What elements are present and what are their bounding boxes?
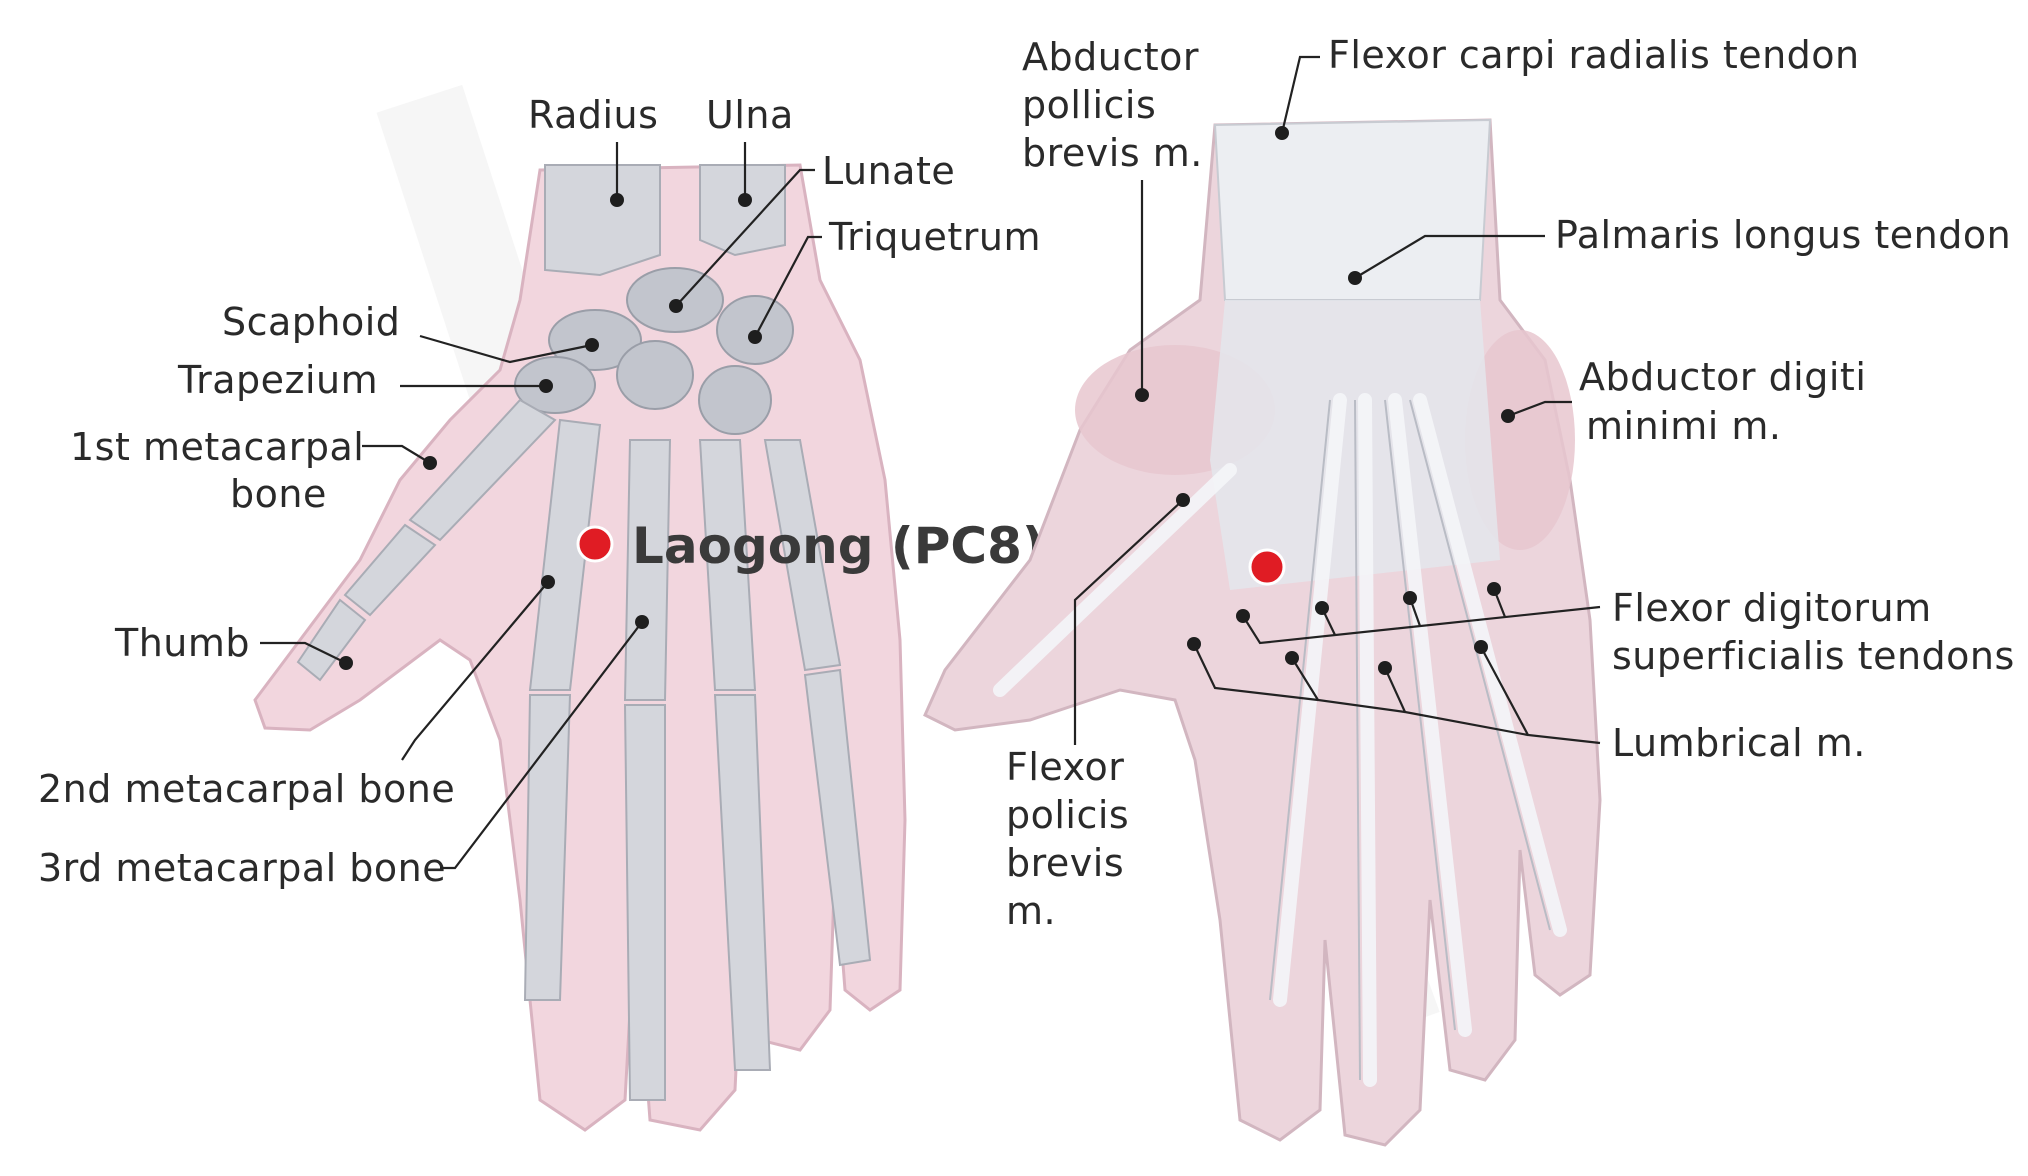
metacarpal-2-shape [528,418,602,691]
pin-fds-ring [1403,591,1417,605]
leader-palmaris-longus [1354,234,1545,279]
pin-fds-middle [1315,601,1329,615]
label-thumb: Thumb [114,621,250,665]
left-hand-illustration [253,163,907,1132]
laogong-marker-left [576,525,614,563]
leader-flexor-digitorum-a [1242,605,1601,645]
right-hand-illustration [923,118,1602,1147]
thumb-phalanx-2 [296,598,367,682]
label-flexor-digitorum-1: Flexor digitorum [1612,586,1932,630]
pin-abductor-digiti [1501,409,1515,423]
pin-thumb [339,656,353,670]
leader-scaphoid [419,334,593,364]
left-hand-labels: Radius Ulna Lunate Triquetrum Scaphoid T… [38,93,1041,890]
leader-triquetrum [754,235,822,338]
laogong-marker-right [1248,548,1286,586]
pin-abductor-pollicis [1135,388,1149,402]
pin-lumbrical-4 [1474,640,1488,654]
hamate-shape [698,365,772,435]
pin-lumbrical-2 [1285,651,1299,665]
label-abductor-digiti-1: Abductor digiti [1579,355,1866,399]
pin-third-metacarpal [635,615,649,629]
pin-flexor-pollicis [1176,493,1190,507]
leader-third-metacarpal [440,621,643,870]
ulna-bone-shape [699,164,786,257]
label-abductor-pollicis-1: Abductor [1022,35,1199,79]
index-phalanges [523,694,572,1001]
label-flexor-carpi-radialis: Flexor carpi radialis tendon [1328,33,1860,77]
pin-ulna [738,193,752,207]
leader-flexor-pollicis [1073,499,1184,745]
right-hand-labels: Abductor pollicis brevis m. Flexor carpi… [1006,33,2015,933]
pin-flexor-carpi-radialis [1275,126,1289,140]
label-ulna: Ulna [706,93,794,137]
leader-abductor-digiti [1507,400,1572,418]
label-flexor-pollicis-2: policis [1006,793,1129,837]
leader-thumb [260,641,347,664]
little-phalanges [803,668,872,967]
label-lumbrical: Lumbrical m. [1612,721,1866,765]
metacarpal-5-shape [763,439,842,672]
laogong-point-left: Laogong (PC8) [576,517,1045,575]
pin-fds-little [1487,582,1501,596]
metacarpal-1-shape [408,398,557,542]
pin-lunate [669,299,683,313]
pin-first-metacarpal [423,456,437,470]
label-triquetrum: Triquetrum [828,215,1041,259]
metacarpal-4-shape [698,439,757,691]
metacarpal-3-shape [623,439,672,701]
label-lunate: Lunate [822,149,955,193]
label-first-metacarpal-2: bone [230,472,327,516]
label-trapezium: Trapezium [177,358,378,402]
label-first-metacarpal-1: 1st metacarpal [70,425,364,469]
tendon-thumb [993,463,1237,697]
leader-flexor-carpi-radialis [1280,55,1320,134]
tendon-middle [1358,393,1377,1087]
label-flexor-digitorum-2: superficialis tendons [1612,634,2015,678]
label-flexor-pollicis-4: m. [1006,889,1056,933]
label-radius: Radius [528,93,658,137]
label-scaphoid: Scaphoid [222,300,400,344]
label-third-metacarpal: 3rd metacarpal bone [38,846,446,890]
label-flexor-pollicis-3: brevis [1006,841,1124,885]
ring-phalanges [713,694,772,1071]
label-palmaris-longus: Palmaris longus tendon [1555,213,2011,257]
label-abductor-pollicis-3: brevis m. [1022,131,1203,175]
thumb-phalanx-1 [343,523,437,617]
label-flexor-pollicis-1: Flexor [1006,745,1124,789]
pin-second-metacarpal [541,575,555,589]
tendon-ring [1388,393,1472,1037]
middle-phalanges [623,704,666,1101]
label-laogong: Laogong (PC8) [632,517,1045,575]
leader-first-metacarpal [362,444,431,464]
pin-lumbrical-1 [1187,637,1201,651]
label-second-metacarpal: 2nd metacarpal bone [38,767,455,811]
pin-palmaris-longus [1348,271,1362,285]
label-abductor-pollicis-2: pollicis [1022,83,1156,127]
capitate-shape [616,340,694,410]
pin-scaphoid [585,338,599,352]
pin-triquetrum [748,330,762,344]
pin-trapezium [539,379,553,393]
pin-lumbrical-3 [1378,661,1392,675]
leader-second-metacarpal [401,581,549,761]
leader-lunate [675,168,815,307]
label-abductor-digiti-2: minimi m. [1586,404,1781,448]
leader-lumbrical-d [1193,643,1319,702]
pin-fds-index [1236,609,1250,623]
pin-radius [610,193,624,207]
radius-bone-shape [544,164,661,277]
